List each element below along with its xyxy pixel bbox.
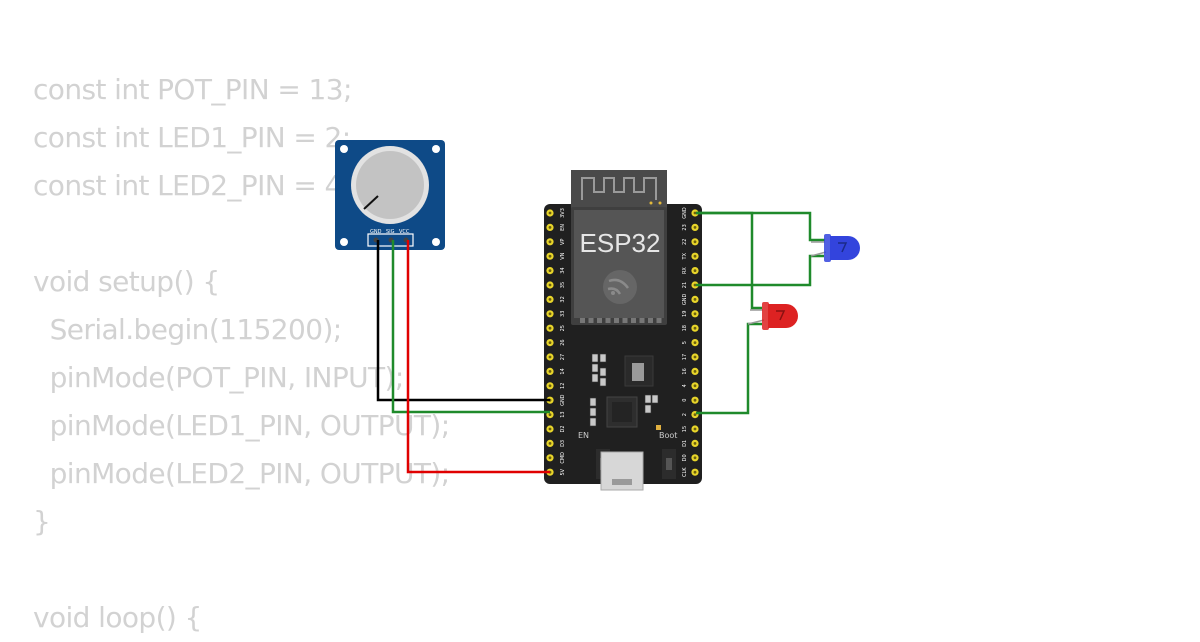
led-blue-rim <box>824 234 831 262</box>
wire-led-blue-anode[interactable] <box>696 254 824 287</box>
code-line: pinMode(LED1_PIN, OUTPUT); <box>33 409 451 442</box>
led-red-body <box>768 304 798 328</box>
left-pin-label: CMD <box>560 452 566 464</box>
right-pin-label: CLK <box>682 467 688 477</box>
right-pin-label: RX <box>682 267 688 274</box>
code-line: const int LED1_PIN = 2; <box>33 121 351 154</box>
left-pin-label: 27 <box>560 354 566 360</box>
wire-led-blue-cathode[interactable] <box>696 211 825 242</box>
led-red[interactable] <box>747 302 798 330</box>
left-pin-label: 33 <box>560 311 566 317</box>
potentiometer[interactable]: GND SIG VCC <box>335 140 445 250</box>
right-pin-label: 21 <box>682 282 688 288</box>
led-blue-body <box>830 236 860 260</box>
left-pin-label: GND <box>560 394 566 406</box>
pot-header <box>367 233 414 247</box>
right-pin-label: 19 <box>682 311 688 317</box>
code-line: pinMode(POT_PIN, INPUT); <box>33 361 405 394</box>
right-pin-label: 15 <box>682 426 688 432</box>
right-pin-label: 4 <box>682 384 688 387</box>
wire-pot-gnd[interactable] <box>376 240 550 402</box>
left-pin-label: 12 <box>560 383 566 389</box>
code-line: void loop() { <box>33 601 202 634</box>
left-pin-label: 14 <box>560 368 566 374</box>
right-pin-label: TX <box>682 252 688 260</box>
left-pin-label: 32 <box>560 296 566 302</box>
left-pin-label: 34 <box>560 267 566 273</box>
right-pin-label: 2 <box>682 413 688 416</box>
wire-led-red-cathode[interactable] <box>696 211 762 310</box>
right-pin-label: 22 <box>682 239 688 245</box>
espressif-logo-mark <box>607 278 630 295</box>
wire-led-red-anode[interactable] <box>696 322 762 415</box>
left-pin-label: 13 <box>560 411 566 417</box>
right-pin-label: 23 <box>682 224 688 230</box>
left-pin-label: 25 <box>560 325 566 331</box>
code-line: void setup() { <box>33 265 220 298</box>
left-pin-label: VN <box>560 252 566 259</box>
smd-components <box>589 353 661 430</box>
right-pin-label: 0 <box>682 399 688 402</box>
right-pin-label: D0 <box>682 454 688 461</box>
left-pin-label: VP <box>560 239 566 245</box>
pot-pin-gnd-label: GND <box>370 229 382 235</box>
en-label: EN <box>578 431 589 440</box>
right-pin-label: 17 <box>682 354 688 360</box>
code-background: const int POT_PIN = 13; const int LED1_PI… <box>33 66 450 642</box>
pot-pin-sig-label: SIG <box>386 229 395 235</box>
wire-pot-signal[interactable] <box>391 240 550 414</box>
boot-label: Boot <box>659 431 677 440</box>
left-pin-label: 5V <box>560 468 566 475</box>
pot-pin-vcc-label: VCC <box>399 229 410 235</box>
pot-knob[interactable] <box>356 151 424 219</box>
pot-indicator <box>363 195 379 210</box>
right-pin-label: 18 <box>682 325 688 331</box>
led-blue[interactable] <box>810 234 860 262</box>
right-pin-label: GND <box>682 294 688 306</box>
esp32-board[interactable]: ESP32 EN Boot 3V3ENVPVN34353233252627141… <box>544 170 702 491</box>
right-pin-label: 5 <box>682 341 688 344</box>
code-line: } <box>33 505 51 538</box>
right-pin-label: 16 <box>682 368 688 374</box>
module-pads <box>580 318 662 323</box>
right-pin-label: GND <box>682 207 688 219</box>
code-line: Serial.begin(115200); <box>33 313 343 346</box>
espressif-logo-icon <box>603 270 637 304</box>
wires <box>376 211 825 474</box>
left-pin-label: EN <box>560 224 566 231</box>
esp32-title: ESP32 <box>580 228 661 258</box>
left-pin-label: 3V3 <box>560 208 566 218</box>
esp32-antenna <box>571 170 667 210</box>
left-pin-label: 35 <box>560 282 566 288</box>
code-line: pinMode(LED2_PIN, OUTPUT); <box>33 457 451 490</box>
wire-pot-vcc[interactable] <box>406 240 550 474</box>
led-red-rim <box>762 302 769 330</box>
antenna-trace <box>581 177 657 200</box>
right-pin-label: D1 <box>682 440 688 447</box>
left-pin-label: D3 <box>560 440 566 447</box>
left-pin-label: D2 <box>560 425 566 432</box>
code-line: const int POT_PIN = 13; <box>33 73 352 106</box>
left-pin-label: 26 <box>560 339 566 345</box>
